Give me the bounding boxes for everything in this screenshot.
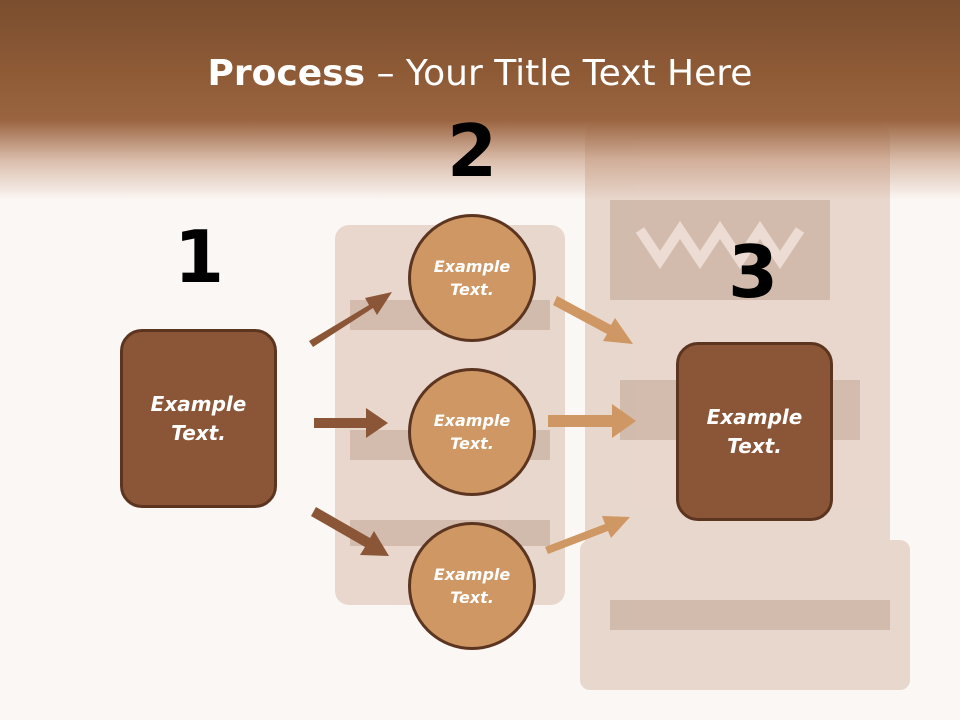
step-2-text-bottom: Example Text. [433,565,511,607]
step-3-text: Example Text. [706,404,803,458]
step-2-circle-middle: Example Text. [408,368,536,496]
title-bold: Process [207,53,366,94]
step-1-text: Example Text. [150,391,247,445]
arrow-to-middle-circle [314,408,388,438]
arrow-from-top-circle [553,296,633,344]
step-2-text-top: Example Text. [433,257,511,299]
header-band [0,0,960,200]
step-3-box: Example Text. [676,342,833,521]
arrow-from-bottom-circle [545,516,630,554]
step-2-circle-top: Example Text. [408,214,536,342]
arrow-from-middle-circle [548,404,636,438]
title-rest: – Your Title Text Here [365,53,753,94]
step-2-text-middle: Example Text. [433,411,511,453]
step-number-1: 1 [173,215,225,299]
step-1-box: Example Text. [120,329,277,508]
slide-title: Process – Your Title Text Here [0,52,960,96]
step-2-circle-bottom: Example Text. [408,522,536,650]
arrow-to-bottom-circle [311,507,389,556]
arrow-to-top-circle [309,292,392,347]
step-number-3: 3 [727,230,779,314]
step-number-2: 2 [446,109,498,193]
